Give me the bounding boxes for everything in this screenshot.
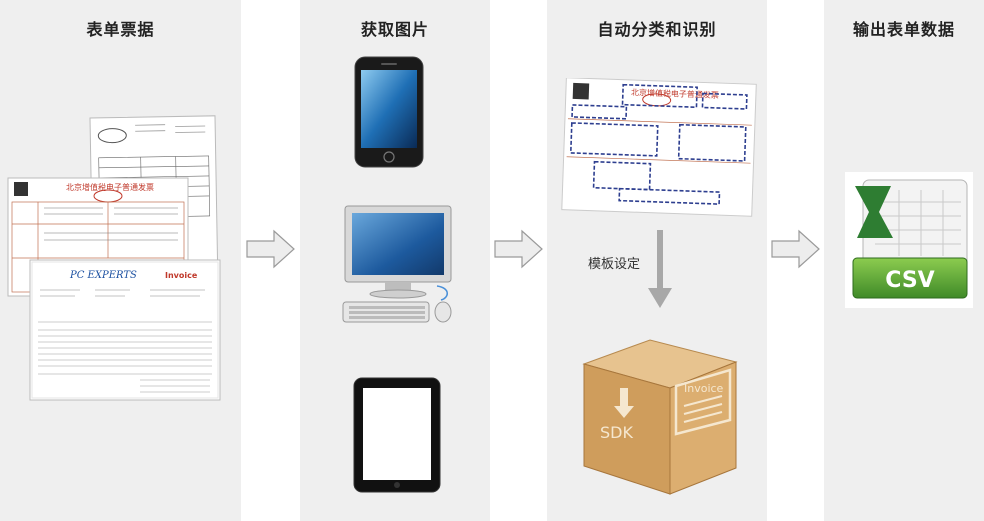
desktop-computer-icon	[342, 205, 452, 323]
svg-text:CSV: CSV	[885, 268, 934, 293]
flow-arrow-icon	[771, 229, 820, 269]
csv-output-panel: CSV	[845, 172, 973, 308]
svg-text:Invoice: Invoice	[165, 271, 198, 280]
flow-arrow-icon	[246, 229, 295, 269]
smartphone-icon	[354, 56, 424, 168]
column-title: 输出表单数据	[852, 20, 955, 39]
flow-arrow-icon	[494, 229, 543, 269]
stacked-forms-image: 北京增值税电子普通发票 PC EXPERTS Invoice	[7, 115, 221, 401]
svg-text:北京增值税电子普通发票: 北京增值税电子普通发票	[66, 182, 154, 192]
csv-file-icon: CSV	[852, 179, 968, 299]
svg-text:SDK: SDK	[600, 423, 633, 442]
column-title: 获取图片	[360, 20, 429, 39]
recognized-invoice-image: 北京增值税电子普通发票	[561, 78, 757, 217]
svg-text:PC EXPERTS: PC EXPERTS	[69, 270, 137, 281]
tablet-icon	[353, 377, 441, 493]
template-setting-label: 模板设定	[588, 257, 641, 272]
sdk-box-icon: SDK Invoice	[582, 339, 738, 495]
column-title: 表单票据	[86, 20, 155, 39]
svg-text:北京增值税电子普通发票: 北京增值税电子普通发票	[631, 87, 719, 100]
column-title: 自动分类和识别	[597, 20, 717, 39]
down-arrow-icon	[648, 230, 672, 308]
svg-text:Invoice: Invoice	[684, 382, 724, 395]
